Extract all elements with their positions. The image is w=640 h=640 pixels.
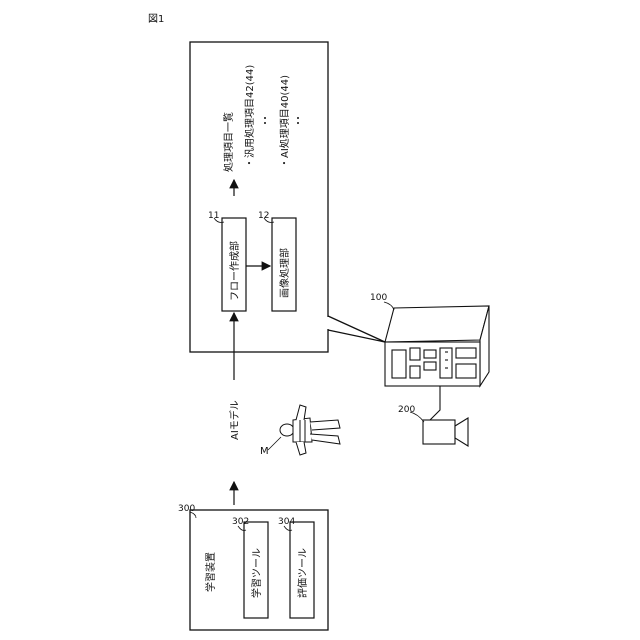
ellipsis-2 [297, 117, 299, 124]
list-item-general: ・汎用処理項目42(44) [243, 65, 256, 168]
person-ref: M [260, 446, 269, 457]
camera-device [423, 418, 468, 446]
figure-label: 図1 [148, 13, 164, 25]
learning-tool-label: 学習ツール [250, 548, 263, 598]
main-panel [190, 42, 328, 352]
flow-creation-label: フロー作成部 [228, 241, 241, 301]
flow-block-ref: 11 [208, 211, 219, 221]
person-figure [280, 405, 340, 455]
evaluation-tool-label: 評価ツール [296, 548, 309, 598]
ellipsis-1 [264, 117, 266, 124]
learning-device-title: 学習装置 [204, 552, 217, 592]
learning-tool-ref: 302 [232, 517, 249, 527]
server-unit [385, 306, 489, 386]
list-title: 処理項目一覧 [222, 112, 235, 172]
callout-pointer [328, 316, 385, 342]
image-processing-label: 画像処理部 [278, 248, 291, 298]
image-block-ref: 12 [258, 211, 269, 221]
camera-cable [430, 386, 440, 420]
evaluation-tool-ref: 304 [278, 517, 295, 527]
server-ref: 100 [370, 293, 387, 303]
list-item-ai: ・AI処理項目40(44) [278, 75, 291, 168]
ai-model-label: AIモデル [228, 400, 241, 440]
camera-ref: 200 [398, 405, 415, 415]
learning-device-ref: 300 [178, 504, 195, 514]
